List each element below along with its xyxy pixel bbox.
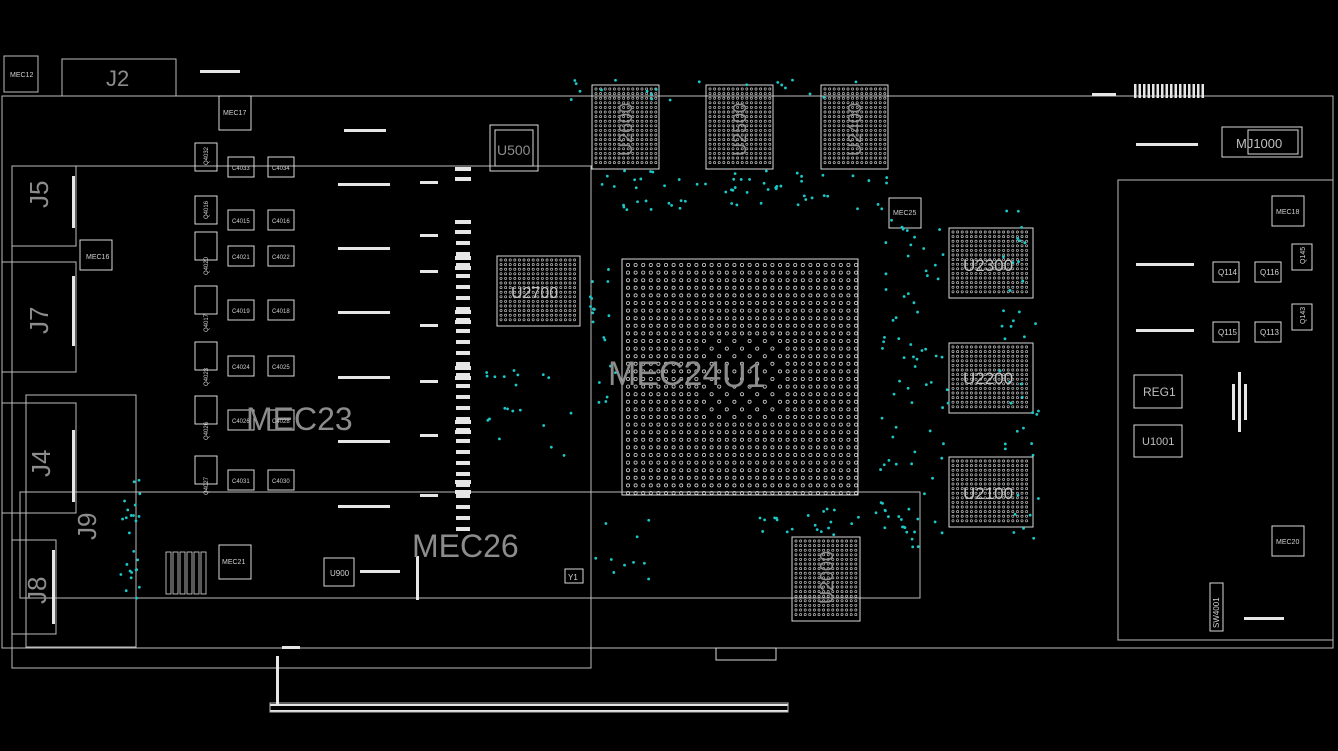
mec12-label: MEC12 [10,72,33,79]
small-chip-reg1[interactable] [1133,374,1183,409]
q4027-label: Q4027 [204,476,210,495]
mec18-label: MEC18 [1276,209,1299,216]
q4026-label: Q4026 [204,421,210,440]
q145-label: Q145 [1300,247,1307,264]
transistor-labels: Q114 Q116 Q115 Q113 Q145 Q143 [1218,247,1307,337]
mec26-label: MEC26 [412,528,519,564]
small-chip-u1001[interactable] [1133,424,1183,458]
bga-u2200[interactable] [948,342,1034,414]
reg1-label: REG1 [1143,385,1176,399]
connector-j5-label: J5 [24,181,54,208]
connector-j4-label: J4 [26,450,56,477]
u1001-label: U1001 [1142,436,1174,448]
capacitor-labels: C4015 C4016 C4021 C4022 C4019 C4018 C402… [204,146,290,495]
c4021-label: C4021 [232,255,250,261]
pads-and-traces [200,70,1284,713]
connector-j8-label: J8 [22,577,52,604]
u900-label: U900 [330,569,350,578]
u2400-label: U2400 [845,103,865,156]
via-cluster [119,78,1040,600]
mec17-label: MEC17 [223,110,246,117]
sw4001-label: SW4001 [1212,597,1221,628]
bga-u2100[interactable] [948,456,1034,528]
q4032-label: Q4032 [204,146,210,165]
mec20-label: MEC20 [1276,539,1299,546]
power-stage-components [165,84,1204,595]
u2200-label: U2200 [963,369,1013,388]
q4023-label: Q4023 [204,367,210,386]
small-chip-u900[interactable] [323,557,355,587]
c4026-label: C4026 [232,419,250,425]
bga-u2300[interactable] [948,227,1034,299]
main-chip-u1[interactable] [621,258,859,496]
c4024-label: C4024 [232,365,250,371]
q113-label: Q113 [1260,328,1280,337]
bga-u2400[interactable] [820,84,889,170]
mec23-label: MEC23 [246,401,353,437]
c4031-label: C4031 [232,479,250,485]
mec24-label: MEC24 [608,355,721,393]
u2100-label: U2100 [963,484,1013,503]
q4020-label: Q4020 [204,256,210,275]
bga-u2500[interactable] [705,84,774,170]
bga-u2600[interactable] [591,84,660,170]
c4015-label: C4015 [232,219,250,225]
small-chip-sw4001[interactable] [1209,582,1224,632]
mec21-label: MEC21 [222,559,245,566]
q114-label: Q114 [1218,268,1238,277]
small-chip-mj1000[interactable] [1221,126,1303,158]
c4034-label: C4034 [272,166,290,172]
connector-outlines [1,165,137,648]
connector-labels: J2 J5 J7 J4 J9 J8 [22,66,129,604]
transistor-boxes [79,95,1313,580]
q4016-label: Q4016 [204,200,210,219]
main-chip-u1-label: U1 [722,357,765,395]
u2500-label: U2500 [730,103,750,156]
connector-j2-label: J2 [106,66,129,91]
y1-label: Y1 [568,573,578,582]
u2700-label: U2700 [511,285,558,302]
q116-label: Q116 [1260,268,1280,277]
c4030-label: C4030 [272,479,290,485]
u2300-label: U2300 [963,256,1013,275]
q115-label: Q115 [1218,328,1238,337]
connector-j9-label: J9 [72,513,102,540]
q143-label: Q143 [1300,307,1307,324]
connector-j7-label: J7 [24,307,54,334]
u2000-label: U2000 [817,551,837,604]
small-chip-u500[interactable] [489,124,539,172]
bga-u2000[interactable] [791,536,861,622]
chip-labels: U1 U2600 U2500 U2400 U2300 U2200 U2100 U… [330,103,1282,628]
memory-bga-group [496,84,1034,622]
q4017-label: Q4017 [204,313,210,332]
u500-label: U500 [497,142,531,158]
c4025-label: C4025 [272,365,290,371]
c4033-label: C4033 [232,166,250,172]
c4018-label: C4018 [272,309,290,315]
crystal-y1[interactable] [564,568,584,584]
c4028-label: C4028 [272,419,290,425]
u2600-label: U2600 [616,103,636,156]
mec25-label: MEC25 [893,210,916,217]
c4022-label: C4022 [272,255,290,261]
mec16-label: MEC16 [86,254,109,261]
c4019-label: C4019 [232,309,250,315]
bga-u2700[interactable] [496,255,581,327]
mj1000-label: MJ1000 [1236,136,1282,151]
c4016-label: C4016 [272,219,290,225]
mec-labels: MEC23 MEC26 MEC24 MEC12 MEC17 MEC16 MEC2… [10,72,1299,566]
